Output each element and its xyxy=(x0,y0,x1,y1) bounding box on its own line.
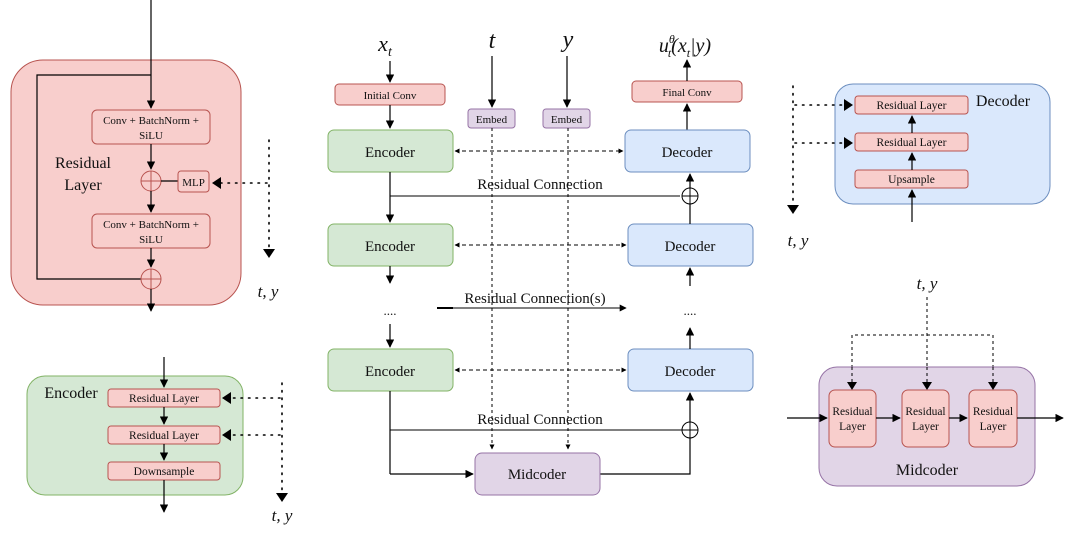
embed-y-block xyxy=(542,108,591,129)
mlp-label: MLP xyxy=(182,177,205,189)
midcoder-layer-1 xyxy=(828,389,877,448)
add-icon xyxy=(140,268,162,290)
midcoder-block xyxy=(474,452,601,496)
add-icon xyxy=(681,187,699,205)
midcoder-layer-2-label-2: Layer xyxy=(912,421,939,433)
midcoder-layer-3 xyxy=(968,389,1018,448)
midcoder-output-line xyxy=(600,438,691,475)
final-conv-label: Final Conv xyxy=(662,87,712,99)
ellipsis-left: .... xyxy=(384,303,397,318)
midcoder-block-label: Midcoder xyxy=(508,467,566,483)
residual-bottom-label: Residual Connection xyxy=(477,412,603,428)
encoder-block-2-label: Encoder xyxy=(365,239,415,255)
midcoder-layer-1-label-2: Layer xyxy=(839,421,866,433)
mlp-block xyxy=(177,170,210,193)
decoder-layer-2-label: Residual Layer xyxy=(877,137,947,149)
arrow-left-icon xyxy=(222,429,231,441)
input-y-label: y xyxy=(561,27,574,53)
arrow-down-icon xyxy=(276,493,288,502)
encoder-layer-1-label: Residual Layer xyxy=(129,393,199,405)
midcoder-detail: t, y Residual Layer Residual Layer Resid… xyxy=(787,274,1064,487)
midcoder-layer-3-label: Residual xyxy=(973,406,1013,418)
residual-layer-detail: Conv + BatchNorm + SiLU MLP Conv + Batch… xyxy=(10,0,279,312)
decoder-title: Decoder xyxy=(976,93,1031,110)
embed-t-label: Embed xyxy=(476,114,508,126)
residual-middle-label: Residual Connection(s) xyxy=(464,291,605,307)
decoder-block-1 xyxy=(624,129,751,173)
residual-top-label: Residual Connection xyxy=(477,177,603,193)
residual-layer-title-2: Layer xyxy=(64,177,102,194)
decoder-layer-1-label: Residual Layer xyxy=(877,100,947,112)
encoder-block-3-label: Encoder xyxy=(365,364,415,380)
arrow-down-icon xyxy=(922,382,932,390)
residual-layer-title: Residual xyxy=(55,155,112,172)
midcoder-layer-1-label: Residual xyxy=(832,406,872,418)
decoder-layer-3-label: Upsample xyxy=(888,174,935,186)
cond-label: t, y xyxy=(917,274,938,293)
encoder-detail: Encoder Residual Layer Residual Layer Do… xyxy=(26,357,293,525)
arrow-down-icon xyxy=(847,382,857,390)
input-xt-label: xt xyxy=(377,31,393,60)
add-icon xyxy=(681,421,699,439)
decoder-block-1-label: Decoder xyxy=(662,145,713,161)
arrow-left-icon xyxy=(212,177,221,189)
encoder-title: Encoder xyxy=(44,385,98,402)
cond-label: t, y xyxy=(272,506,293,525)
encoder-block-1-label: Encoder xyxy=(365,145,415,161)
decoder-block-3-label: Decoder xyxy=(665,364,716,380)
arrow-right-icon xyxy=(844,99,853,111)
midcoder-layer-2-label: Residual xyxy=(905,406,945,418)
arrow-down-icon xyxy=(787,205,799,214)
conv-block-1-label: Conv + BatchNorm + xyxy=(103,115,199,127)
encoder-layer-2-label: Residual Layer xyxy=(129,430,199,442)
conv-block-2-label-2: SiLU xyxy=(139,234,163,246)
cond-label: t, y xyxy=(258,282,279,301)
input-t-label: t xyxy=(489,28,497,54)
skip-connection-line xyxy=(36,74,151,280)
midcoder-layer-2 xyxy=(901,389,950,448)
encoder-layer-3-label: Downsample xyxy=(134,466,195,478)
cond-dashed-branch xyxy=(851,334,994,386)
decoder-detail: Decoder Residual Layer Residual Layer Up… xyxy=(787,83,1051,250)
arrow-down-icon xyxy=(988,382,998,390)
arrow-left-icon xyxy=(222,392,231,404)
arrow-down-icon xyxy=(263,249,275,258)
decoder-block-2-label: Decoder xyxy=(665,239,716,255)
initial-conv-label: Initial Conv xyxy=(364,90,417,102)
add-icon xyxy=(140,170,162,192)
midcoder-layer-3-label-2: Layer xyxy=(980,421,1007,433)
embed-y-label: Embed xyxy=(551,114,583,126)
midcoder-title: Midcoder xyxy=(896,462,959,479)
ellipsis-right: .... xyxy=(684,303,697,318)
conv-block-2-label: Conv + BatchNorm + xyxy=(103,219,199,231)
cond-label: t, y xyxy=(788,231,809,250)
decoder-layer-1 xyxy=(854,95,969,115)
arrow-right-icon xyxy=(844,137,853,149)
conv-block-1-label-2: SiLU xyxy=(139,130,163,142)
